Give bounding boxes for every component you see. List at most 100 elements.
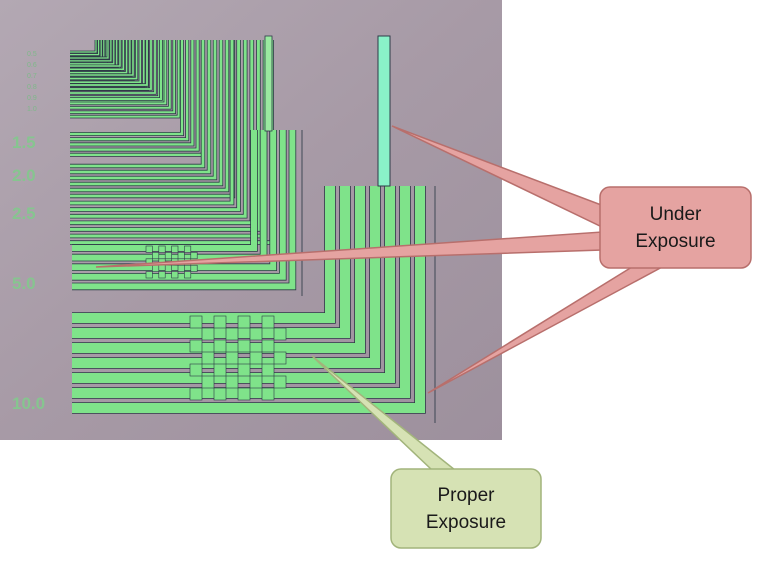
checker-5-0-cell	[177, 264, 185, 272]
line-group-2-5-line	[70, 40, 234, 205]
line-group-5-0-frame	[301, 130, 303, 296]
line-group-0-6-line	[70, 40, 109, 59]
line-group-2-0-line	[70, 40, 223, 186]
checker-5-0-cell	[190, 264, 198, 272]
line-group-0-9-line	[70, 40, 164, 102]
line-group-0-7-line	[70, 40, 128, 74]
checker-10-0-cell	[237, 363, 251, 377]
line-group-0-8-line	[70, 40, 141, 83]
line-group-5-0-line	[72, 130, 257, 251]
line-group-2-5-line	[70, 40, 260, 231]
under-exposed-bar-fill	[377, 35, 391, 187]
line-group-5-0-line	[72, 130, 296, 290]
line-group-10-0-line	[72, 186, 350, 338]
checker-5-0-cell	[152, 252, 160, 260]
proper-exposure-callout-box	[390, 468, 542, 549]
line-group-2-5-line	[70, 40, 241, 212]
checker-10-0-cell	[261, 387, 275, 401]
checker-10-0-cell	[261, 315, 275, 329]
line-group-0-5-line	[70, 40, 97, 53]
line-group-0-6-line	[70, 40, 115, 65]
checker-10-0-cell	[213, 315, 227, 329]
line-group-1-0	[70, 40, 181, 119]
checker-10-0-cell	[189, 387, 203, 401]
checker-10-0-cell	[261, 363, 275, 377]
line-group-5-0	[72, 130, 303, 296]
line-group-1-5-line	[70, 40, 199, 151]
line-group-0-8-line	[70, 40, 138, 80]
line-group-2-5-line	[70, 40, 247, 218]
line-group-2-0-line	[70, 40, 211, 174]
line-group-1-5-line	[70, 40, 194, 146]
line-group-1-5-line	[70, 40, 184, 136]
checker-5-0-cell	[184, 271, 192, 279]
line-group-5-0-line	[72, 130, 277, 271]
checker-10-0-cell	[213, 387, 227, 401]
line-group-0-9-line	[70, 40, 160, 98]
line-group-0-9-line	[70, 40, 156, 94]
line-group-10-0-line	[72, 186, 335, 323]
checker-10-0-cell	[189, 339, 203, 353]
line-group-10-0-line	[72, 186, 380, 368]
checker-10-0-cell	[201, 375, 215, 389]
checker-10-0-cell	[249, 375, 263, 389]
scale-label-large: 1.5	[12, 133, 36, 152]
line-group-1-0-line	[70, 40, 176, 114]
line-group-10-0-line	[72, 186, 425, 413]
line-group-1-0-line	[70, 40, 162, 100]
checker-10-0-cell	[201, 327, 215, 341]
scale-label-large: 2.5	[12, 204, 36, 223]
checker-5-0-cell	[171, 245, 179, 253]
under-exposure-callout-box	[599, 186, 752, 269]
under-exposed-bar-mid	[264, 35, 273, 132]
checker-5-0-cell	[177, 252, 185, 260]
line-group-0-7-line	[70, 40, 125, 71]
scale-labels: 0.50.60.70.80.91.01.52.02.55.010.0	[12, 51, 45, 413]
line-group-1-0-line	[70, 40, 180, 118]
line-group-1-0-line	[70, 40, 167, 105]
scale-label-small: 0.5	[27, 51, 37, 58]
checker-5-0-cell	[145, 245, 153, 253]
checker-10-0-cell	[273, 375, 287, 389]
checker-10-0-cell	[189, 315, 203, 329]
line-group-0-5-line	[70, 40, 100, 56]
checker-10-0-cell	[213, 363, 227, 377]
line-group-0-9	[70, 40, 165, 103]
line-group-1-5-line	[70, 40, 189, 141]
line-group-2-0-line	[70, 40, 205, 168]
checker-5-0-cell	[171, 271, 179, 279]
checker-10-0-cell	[237, 339, 251, 353]
line-group-2-0-line	[70, 40, 217, 180]
checker-10-0-cell	[213, 339, 227, 353]
checker-10-0-cell	[189, 363, 203, 377]
checker-10-0-cell	[261, 339, 275, 353]
scale-label-large: 5.0	[12, 274, 36, 293]
line-group-0-6-line	[70, 40, 112, 62]
scale-label-large: 2.0	[12, 166, 36, 185]
microscope-image: 0.50.60.70.80.91.01.52.02.55.010.0	[0, 0, 502, 440]
line-group-10-0-frame	[434, 186, 436, 423]
line-group-0-9-line	[70, 40, 148, 86]
checker-10-0-cell	[225, 327, 239, 341]
scale-label-small: 1.0	[27, 106, 37, 113]
scale-label-small: 0.6	[27, 62, 37, 69]
line-group-2-0-line	[70, 40, 229, 192]
checker-5-0-cell	[164, 264, 172, 272]
checker-5-0-cell	[158, 245, 166, 253]
scale-label-small: 0.9	[27, 95, 37, 102]
scale-label-small: 0.8	[27, 84, 37, 91]
checker-5-0-cell	[158, 271, 166, 279]
checker-10-0-cell	[273, 351, 287, 365]
checker-10-0-cell	[225, 375, 239, 389]
checker-5-0-cell	[190, 252, 198, 260]
checker-10-0-cell	[201, 351, 215, 365]
checker-10-0-cell	[249, 351, 263, 365]
checker-10-0-cell	[249, 327, 263, 341]
line-group-0-9-line	[70, 40, 152, 90]
scale-label-small: 0.7	[27, 73, 37, 80]
checker-10-0	[189, 315, 287, 401]
checker-5-0-cell	[184, 245, 192, 253]
under-exposed-bar	[377, 35, 391, 187]
checker-5-0-cell	[152, 264, 160, 272]
